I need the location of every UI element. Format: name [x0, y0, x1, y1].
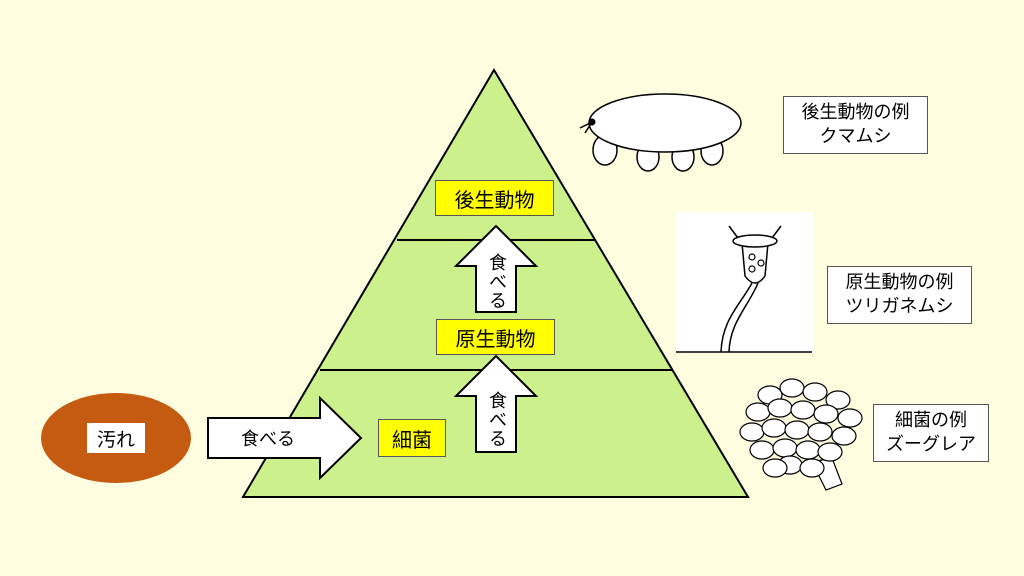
dirt-label: 汚れ [87, 423, 145, 453]
vorticella-icon [676, 212, 813, 353]
tardigrade-icon [579, 93, 742, 172]
protozoa-example-name: ツリガネムシ [845, 296, 954, 317]
bacteria-tier-label: 細菌 [378, 419, 446, 457]
arrow-protozoa-to-metazoa [453, 224, 539, 313]
arrow-bacteria-to-protozoa [453, 354, 539, 453]
protozoa-tier-label: 原生動物 [436, 319, 555, 355]
metazoa-example-title: 後生動物の例 [801, 101, 910, 123]
arrow-bacteria-to-protozoa-label: 食べる [486, 390, 507, 448]
bacteria-example-box: 細菌の例 ズーグレア [873, 404, 989, 462]
arrow-dirt-to-bacteria-label: 食べる [241, 429, 295, 450]
arrow-protozoa-to-metazoa-label: 食べる [486, 252, 507, 310]
metazoa-example-box: 後生動物の例 クマムシ [783, 96, 928, 154]
arrow-dirt-to-bacteria [207, 395, 363, 481]
metazoa-tier-label: 後生動物 [435, 180, 554, 216]
metazoa-example-name: クマムシ [819, 126, 892, 147]
protozoa-example-box: 原生動物の例 ツリガネムシ [827, 266, 972, 324]
zoogloea-icon [739, 378, 863, 491]
bacteria-example-name: ズーグレア [886, 434, 976, 455]
bacteria-example-title: 細菌の例 [895, 409, 967, 431]
protozoa-example-title: 原生動物の例 [845, 271, 954, 293]
